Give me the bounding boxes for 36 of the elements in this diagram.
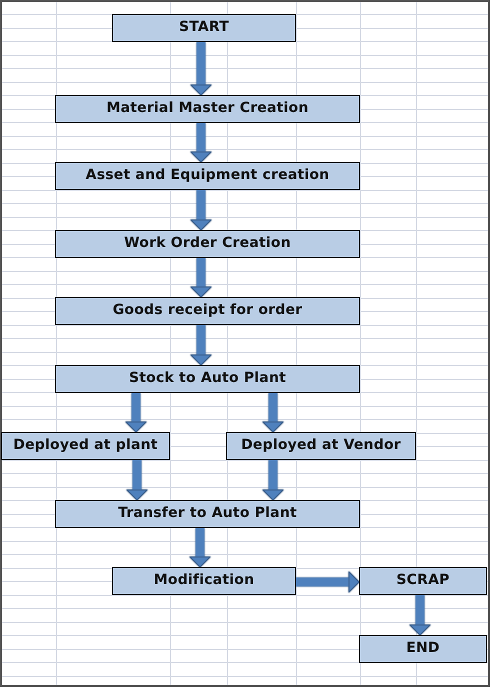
process-box [55, 500, 360, 528]
process-box [1, 432, 170, 460]
step-label: START [178, 20, 230, 36]
arrow [190, 258, 212, 298]
process-box [226, 432, 416, 460]
step-label: Asset and Equipment creation [86, 168, 330, 184]
step-label: END [406, 641, 440, 657]
process-box [359, 567, 487, 595]
arrow [190, 325, 212, 366]
process-box [112, 567, 296, 595]
step-label: Material Master Creation [106, 101, 309, 117]
process-box [112, 14, 296, 42]
process-box [55, 297, 360, 325]
arrow [190, 42, 212, 96]
arrow [126, 393, 146, 432]
arrow [190, 123, 212, 162]
arrow [190, 190, 212, 230]
arrow [190, 528, 210, 568]
arrow [126, 460, 148, 500]
process-box [55, 230, 360, 258]
step-label: Deployed at plant [13, 438, 158, 454]
step-label: Modification [154, 573, 254, 589]
step-label: SCRAP [396, 573, 450, 589]
step-label: Stock to Auto Plant [128, 371, 286, 387]
arrow [262, 393, 284, 432]
process-box [359, 635, 487, 663]
process-box [55, 365, 360, 393]
process-box [55, 95, 360, 123]
step-label: Transfer to Auto Plant [118, 506, 297, 522]
step-label: Deployed at Vendor [241, 438, 401, 454]
process-box [55, 162, 360, 190]
arrow [410, 595, 430, 636]
step-label: Goods receipt for order [112, 303, 302, 319]
step-label: Work Order Creation [124, 236, 291, 252]
arrow [262, 460, 284, 500]
arrow [296, 572, 360, 592]
